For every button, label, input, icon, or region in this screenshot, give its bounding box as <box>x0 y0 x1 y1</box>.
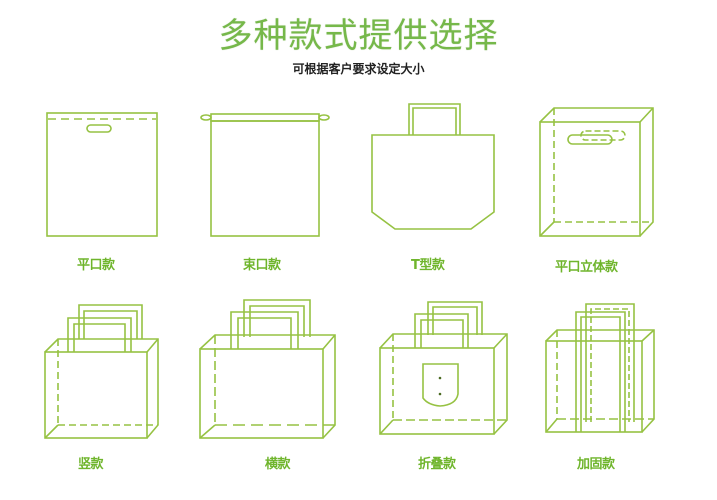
page-title: 多种款式提供选择 <box>218 16 499 56</box>
foldable-bag-icon <box>379 301 508 435</box>
label-horizontal: 横款 <box>265 457 291 472</box>
t-shirt-bag-icon <box>371 103 495 230</box>
label-drawstring: 束口款 <box>243 258 281 273</box>
horizontal-tote-bag-icon <box>199 299 336 439</box>
label-flat-3d: 平口立体款 <box>555 260 618 275</box>
label-t-shape: T型款 <box>411 258 445 273</box>
reinforced-bag-icon <box>545 303 655 433</box>
drawstring-bag-icon <box>200 113 330 237</box>
vertical-tote-bag-icon <box>44 304 159 439</box>
flat-bag-icon <box>46 112 158 237</box>
page-subtitle: 可根据客户要求设定大小 <box>292 62 425 76</box>
label-reinforced: 加固款 <box>577 457 615 472</box>
label-foldable: 折叠款 <box>418 457 456 472</box>
flat-3d-bag-icon <box>539 107 654 237</box>
label-vertical: 竖款 <box>78 457 104 472</box>
label-flat: 平口款 <box>77 258 115 273</box>
